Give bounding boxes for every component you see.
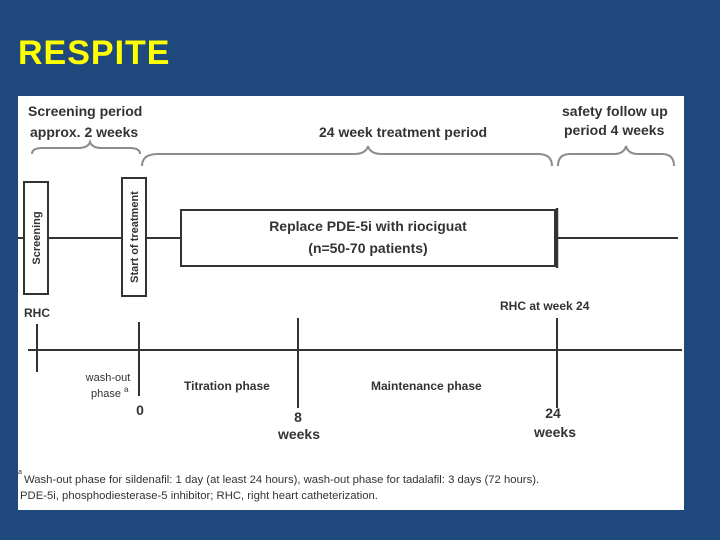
followup-period-label-line1: safety follow up — [562, 103, 668, 119]
screening-period-label-line1: Screening period — [28, 103, 142, 119]
washout-superscript: a — [124, 385, 129, 394]
screening-brace — [31, 138, 141, 155]
replace-pde5i-box — [180, 209, 556, 267]
slide-title: RESPITE — [18, 34, 171, 72]
titration-phase-label: Titration phase — [184, 379, 270, 393]
footnote-line2: PDE-5i, phosphodiesterase-5 inhibitor; R… — [20, 490, 378, 502]
replace-box-line2: (n=50-70 patients) — [308, 240, 427, 256]
washout-label-line1: wash-out — [85, 372, 131, 384]
diagram-canvas: Screening period approx. 2 weeks 24 week… — [18, 103, 682, 502]
washout-label-line2: phase — [91, 388, 121, 400]
tick-24-label-line1: 24 — [545, 405, 561, 421]
maintenance-phase-label: Maintenance phase — [371, 379, 482, 393]
tick-0-label: 0 — [136, 402, 144, 418]
tick-24-label-line2: weeks — [533, 424, 576, 440]
tick-8-label-line2: weeks — [277, 426, 320, 442]
screening-box — [23, 181, 49, 295]
study-design-diagram: Screening period approx. 2 weeks 24 week… — [18, 96, 684, 510]
treatment-period-label: 24 week treatment period — [319, 124, 487, 140]
followup-brace — [557, 145, 675, 167]
start-of-treatment-box — [121, 177, 147, 297]
footnote-superscript: a — [18, 469, 22, 476]
rhc-week24-label: RHC at week 24 — [500, 299, 590, 313]
rhc-left-label: RHC — [24, 306, 50, 320]
replace-box-line1: Replace PDE-5i with riociguat — [269, 218, 467, 234]
treatment-brace — [141, 145, 553, 167]
start-of-treatment-label: Start of treatment — [129, 191, 141, 283]
screening-period-label-line2: approx. 2 weeks — [30, 124, 138, 140]
footnote-line1: Wash-out phase for sildenafil: 1 day (at… — [24, 474, 539, 486]
tick-8-label-line1: 8 — [294, 409, 302, 425]
screening-box-label: Screening — [31, 211, 43, 264]
followup-period-label-line2: period 4 weeks — [564, 122, 665, 138]
